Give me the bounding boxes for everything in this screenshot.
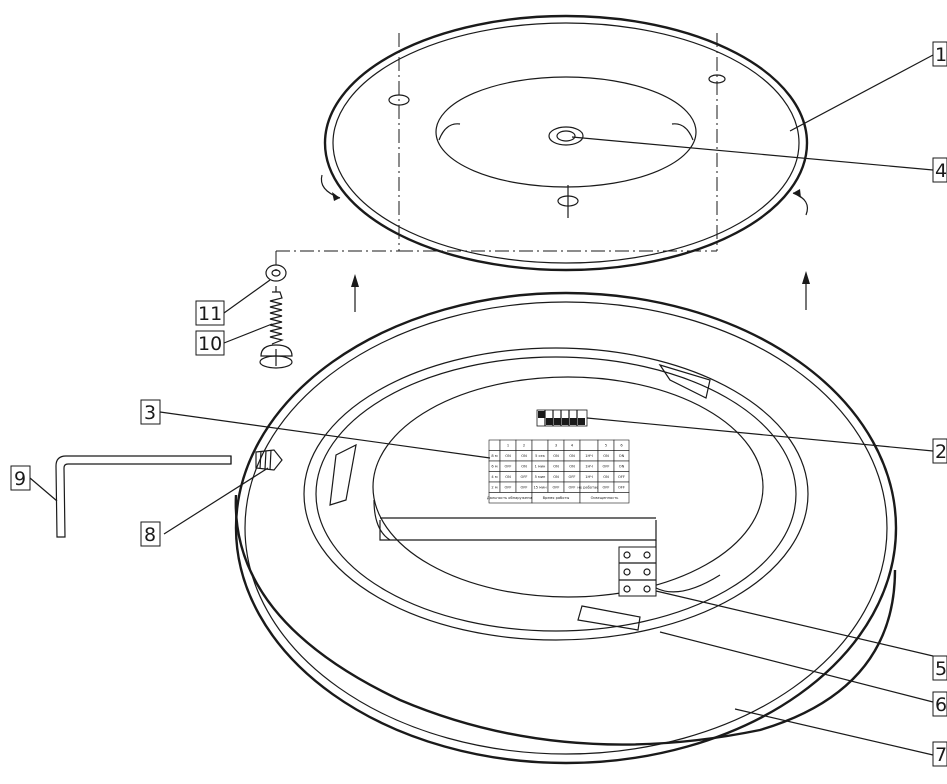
- hex-key: [55, 455, 232, 538]
- callout-8: 8: [140, 521, 161, 547]
- table-header-2-text: 2: [523, 444, 525, 448]
- table-header-4-text: 3: [555, 444, 557, 448]
- mounting-clips: [329, 363, 711, 631]
- table-header-0-cell: [488, 439, 501, 451]
- callout-9: 9: [10, 465, 31, 491]
- table-row-1-col-0-text: 6 м: [491, 465, 497, 469]
- table-row-1-col-6-text: 1НЧ: [585, 465, 593, 469]
- callout-8-label: 8: [144, 524, 156, 546]
- driver-board-rim: [373, 499, 721, 593]
- table-row-1-col-2-text: ON: [521, 465, 527, 469]
- callout-3-label: 3: [144, 402, 156, 424]
- callout-5: 5: [932, 655, 947, 681]
- table-row-0-col-3-text: 5 сек: [535, 454, 546, 458]
- table-row-1-col-5-text: ON: [569, 465, 575, 469]
- callout-2-label: 2: [935, 441, 947, 463]
- table-row-2-col-4-text: ON: [553, 475, 559, 479]
- table-row-0-col-4-text: ON: [553, 454, 559, 458]
- table-footer-2-cell: [579, 492, 630, 504]
- table-header-3-cell: [531, 439, 549, 451]
- callout-4: 4: [932, 157, 947, 183]
- callout-3: 3: [140, 399, 161, 425]
- table-row-3-col-7-text: OFF: [603, 486, 610, 490]
- table-header-7-text: 5: [605, 444, 607, 448]
- callout-11-label: 11: [198, 303, 222, 325]
- table-row-1-col-1-text: OFF: [505, 465, 512, 469]
- table-header-5-text: 4: [571, 444, 574, 448]
- table-row-1-col-8-text: ON: [619, 465, 625, 469]
- callout-6: 6: [932, 691, 947, 717]
- table-footer-2-text: Освещенность: [591, 496, 619, 500]
- screw: [259, 286, 293, 369]
- callout-7-label: 7: [935, 744, 947, 766]
- table-row-3-col-8-text: OFF: [618, 486, 625, 490]
- callout-2: 2: [932, 438, 947, 464]
- callout-7: 7: [932, 741, 947, 767]
- table-row-3-col-6-text: не работает: [577, 486, 600, 490]
- table-row-2-col-8-text: OFF: [618, 475, 625, 479]
- mounting-plate: [323, 14, 809, 272]
- rotation-arrows: [320, 174, 809, 216]
- table-row-0-col-1-text: ON: [505, 454, 511, 458]
- table-row-3-col-5-text: OFF: [569, 486, 576, 490]
- table-row-2-col-5-text: OFF: [569, 475, 576, 479]
- callout-4-label: 4: [935, 160, 947, 182]
- callout-6-label: 6: [935, 694, 947, 716]
- table-row-2-col-3-text: 5 мин: [535, 475, 546, 479]
- table-header-1-text: 1: [507, 444, 509, 448]
- washer: [265, 264, 287, 282]
- table-header-6-cell: [579, 439, 599, 451]
- table-row-2-col-0-text: 4 м: [491, 475, 497, 479]
- set-screw: [255, 449, 283, 471]
- table-row-0-col-8-text: ON: [619, 454, 625, 458]
- table-row-3-col-3-text: 15 мин: [533, 486, 547, 490]
- callout-11: 11: [195, 300, 225, 326]
- table-row-1-col-7-text: OFF: [603, 465, 610, 469]
- table-row-1-col-3-text: 1 мин: [535, 465, 546, 469]
- table-footer-0-text: Дальность обнаружения: [487, 496, 534, 500]
- callout-10-label: 10: [198, 333, 222, 355]
- callout-1-label: 1: [935, 44, 947, 66]
- mounting-guide-lines: [275, 33, 718, 272]
- table-row-0-col-5-text: ON: [569, 454, 575, 458]
- table-row-2-col-1-text: ON: [505, 475, 511, 479]
- table-row-3-col-0-text: 2 м: [491, 486, 497, 490]
- table-row-2-col-7-text: ON: [603, 475, 609, 479]
- table-row-0-col-2-text: ON: [521, 454, 527, 458]
- table-row-3-col-1-text: OFF: [505, 486, 512, 490]
- table-row-3-col-4-text: OFF: [553, 486, 560, 490]
- table-row-0-col-0-text: 8 м: [491, 454, 497, 458]
- callout-1: 1: [932, 41, 947, 67]
- table-row-3-col-2-text: OFF: [521, 486, 528, 490]
- callout-5-label: 5: [935, 658, 947, 680]
- dip-switch: [536, 409, 588, 427]
- table-row-1-col-4-text: ON: [553, 465, 559, 469]
- assembly-arrows: [351, 271, 810, 312]
- table-row-2-col-2-text: OFF: [521, 475, 528, 479]
- terminal-block: [618, 546, 657, 597]
- table-footer-1-text: Время работы: [543, 496, 570, 500]
- table-header-8-text: 6: [620, 444, 623, 448]
- leader-lines: [29, 54, 934, 756]
- table-row-0-col-7-text: ON: [603, 454, 609, 458]
- callout-9-label: 9: [14, 468, 26, 490]
- lamp-housing: [234, 291, 898, 765]
- callout-10: 10: [195, 330, 225, 356]
- table-row-0-col-6-text: 1НЧ: [585, 454, 593, 458]
- table-row-2-col-6-text: 1НЧ: [585, 475, 593, 479]
